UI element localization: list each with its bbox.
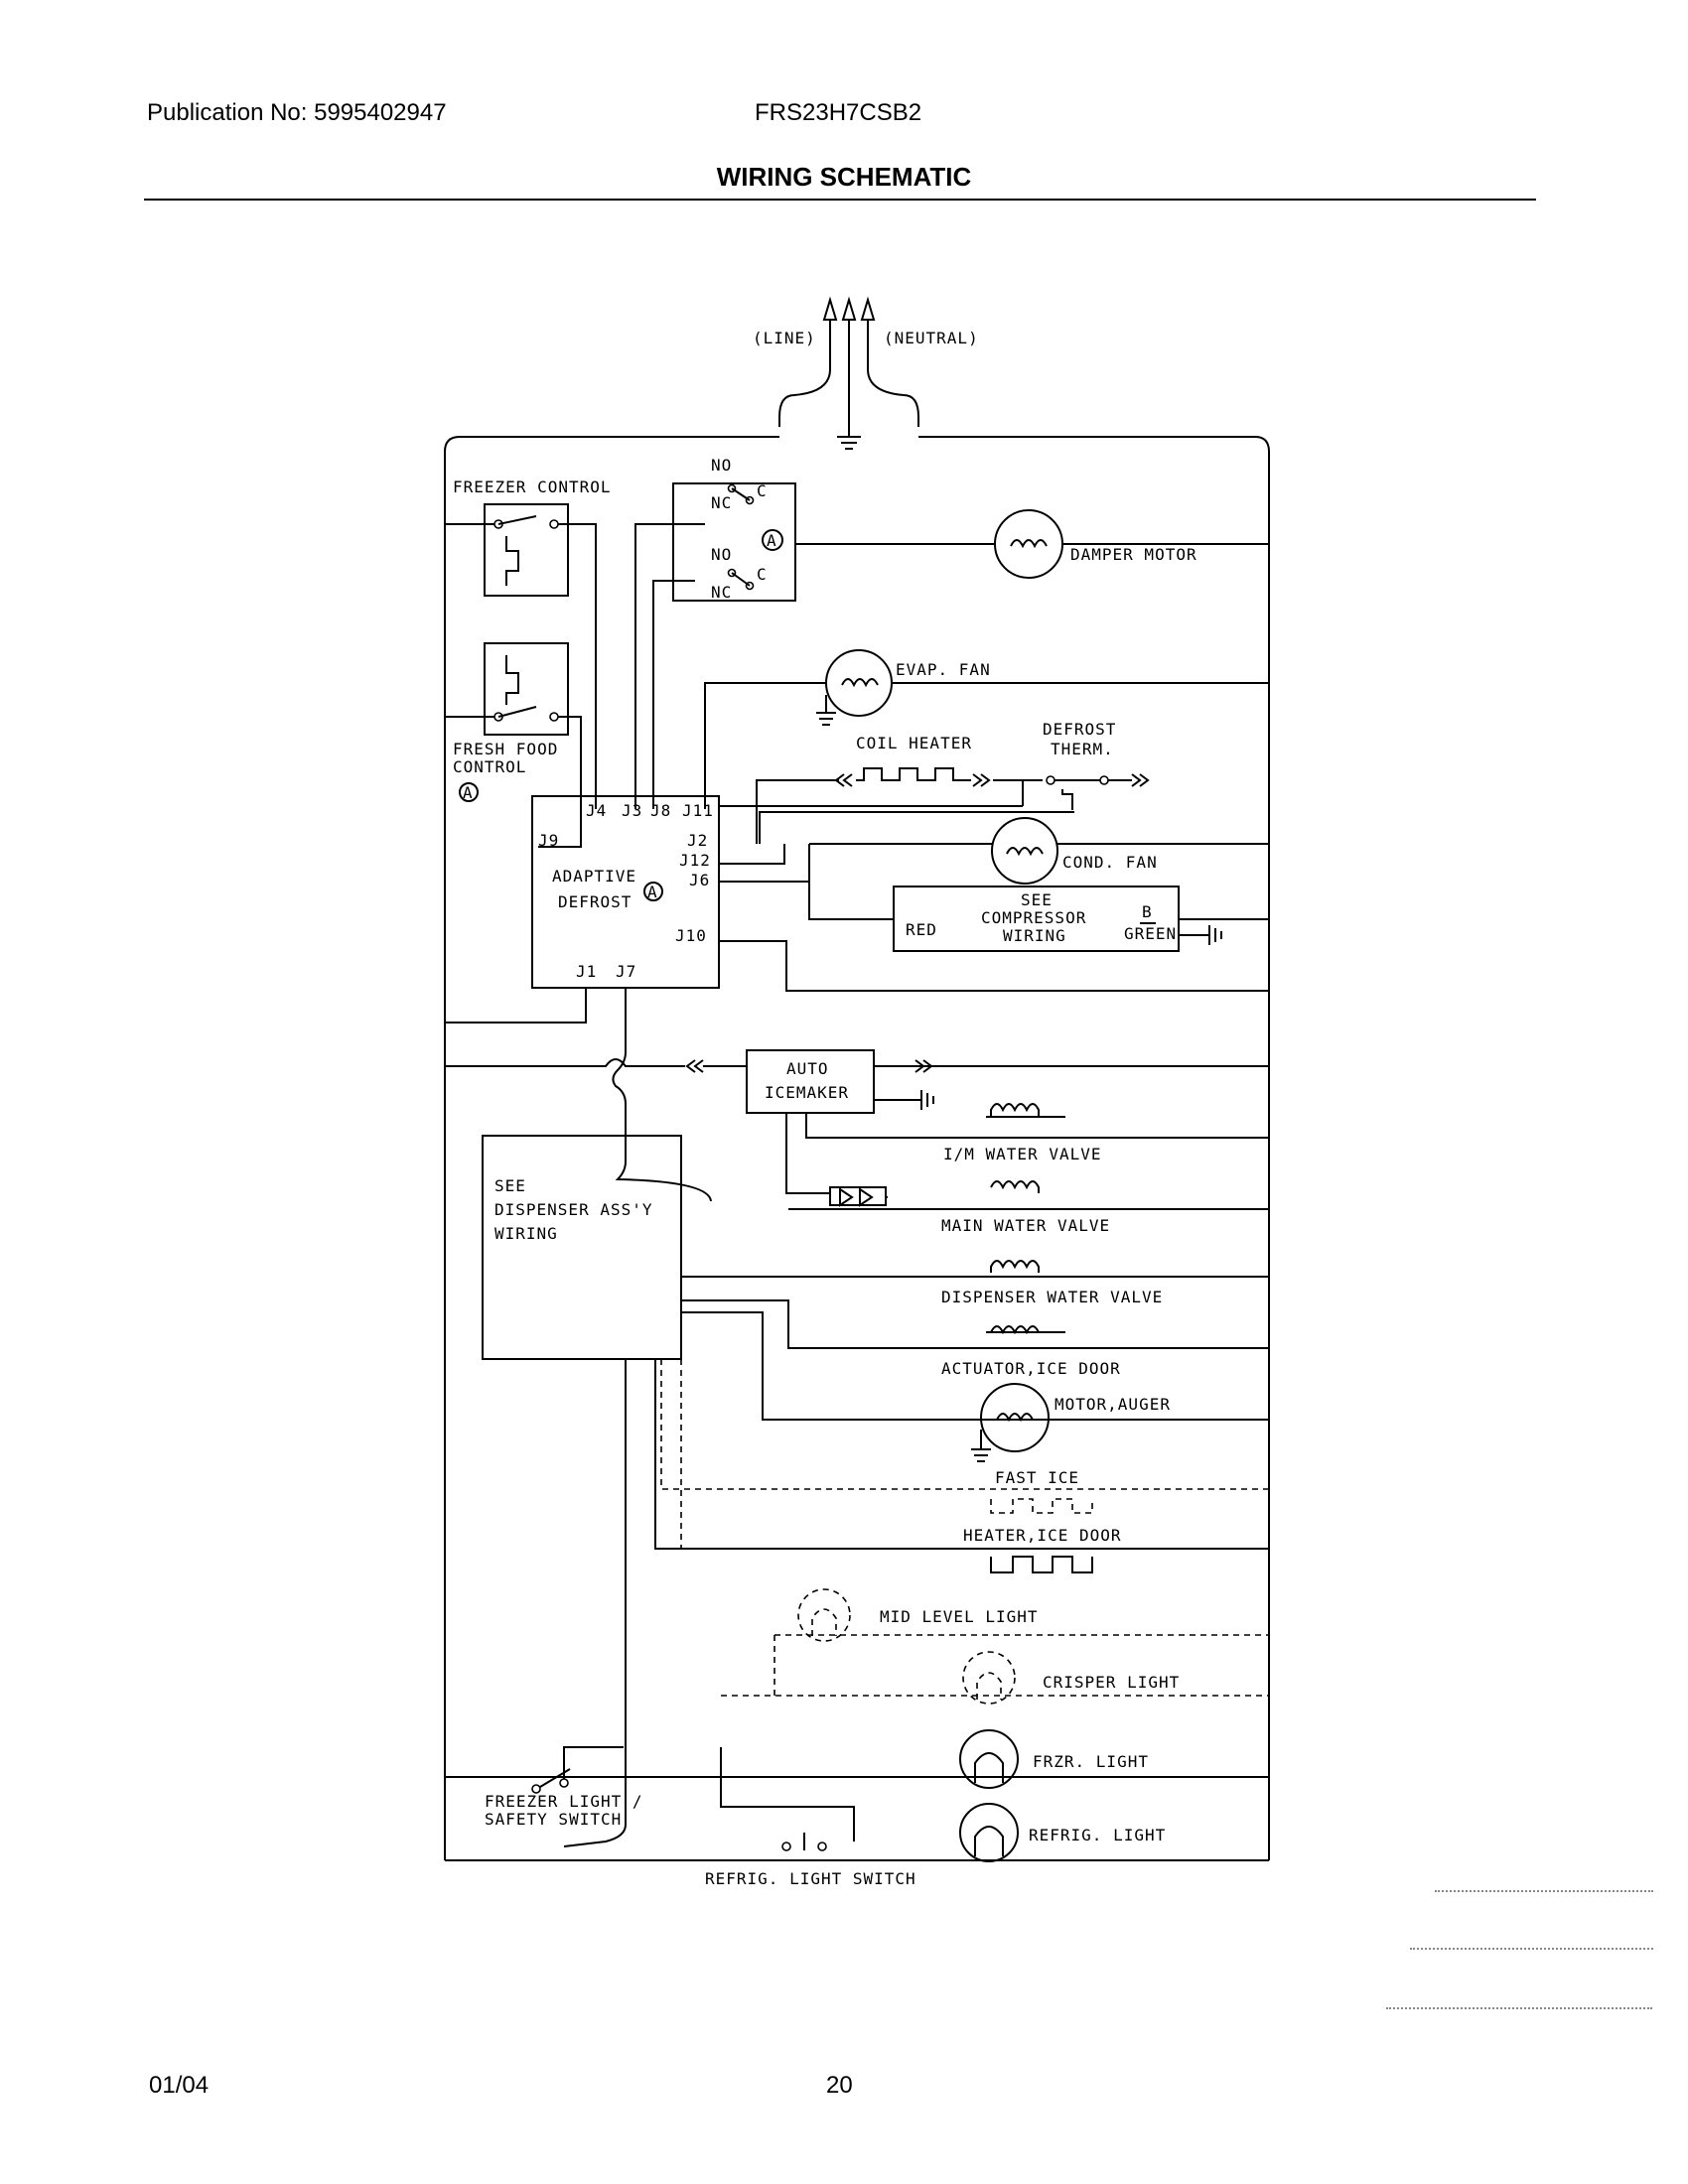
coil-heater: COIL HEATER DEFROST THERM.: [720, 720, 1150, 844]
water-valves: I/M WATER VALVE MAIN WATER VALVE DISPENS…: [788, 1103, 1269, 1378]
defrost-therm-label-2: THERM.: [1051, 740, 1114, 758]
j7-label: J7: [616, 962, 636, 981]
marker-a-board: A: [647, 883, 658, 901]
compressor-label-1: SEE: [1021, 890, 1053, 909]
compressor-box: SEE COMPRESSOR WIRING RED B GREEN: [893, 886, 1269, 952]
relay-no-2: NO: [711, 545, 732, 564]
freezer-light-switch-label-2: SAFETY SWITCH: [485, 1810, 622, 1829]
freezer-light-switch-label-1: FREEZER LIGHT /: [485, 1792, 643, 1811]
heaters: FAST ICE HEATER,ICE DOOR: [963, 1468, 1122, 1573]
dotted-rule-3: [1386, 2007, 1652, 2009]
cond-fan-label: COND. FAN: [1062, 853, 1158, 872]
defrost-therm-label-1: DEFROST: [1043, 720, 1116, 739]
j10-label: J10: [675, 926, 707, 945]
dispenser-label-3: WIRING: [494, 1224, 558, 1243]
j6-label: J6: [689, 871, 710, 889]
neutral-label: (NEUTRAL): [884, 329, 979, 347]
j1-label: J1: [576, 962, 597, 981]
icemaker-label-1: AUTO: [786, 1059, 829, 1078]
damper-motor-label: DAMPER MOTOR: [1070, 545, 1197, 564]
title-rule: [144, 199, 1536, 201]
compressor-label-2: COMPRESSOR: [981, 908, 1086, 927]
green-label: GREEN: [1124, 924, 1177, 943]
page-title: WIRING SCHEMATIC: [716, 162, 972, 192]
j9-label: J9: [538, 831, 559, 850]
bus-rails: [444, 436, 1270, 1861]
marker-a-relay: A: [767, 531, 777, 550]
damper-relay: NO NC C NO NC C A DAMPER MOTOR: [634, 456, 1269, 809]
dispenser-label-2: DISPENSER ASS'Y: [494, 1200, 653, 1219]
freezer-control: FREEZER CONTROL: [445, 478, 612, 809]
motor-auger: MOTOR,AUGER: [971, 1383, 1171, 1462]
adaptive-label-1: ADAPTIVE: [552, 867, 636, 886]
heater-ice-door-label: HEATER,ICE DOOR: [963, 1526, 1122, 1545]
j4-label: J4: [586, 801, 607, 820]
compressor-label-3: WIRING: [1003, 926, 1066, 945]
line-label: (LINE): [753, 329, 816, 347]
dotted-rule-2: [1410, 1948, 1653, 1950]
lights: MID LEVEL LIGHT CRISPER LIGHT FRZR. LIGH…: [445, 1588, 1269, 1862]
j11-label: J11: [682, 801, 714, 820]
icemaker-label-2: ICEMAKER: [765, 1083, 849, 1102]
page-number: 20: [826, 2072, 853, 2099]
relay-c-1: C: [757, 481, 768, 500]
switches: FREEZER LIGHT / SAFETY SWITCH REFRIG. LI…: [485, 1746, 916, 1888]
j12-label: J12: [679, 851, 711, 870]
main-water-valve-label: MAIN WATER VALVE: [941, 1216, 1110, 1235]
relay-no-1: NO: [711, 456, 732, 475]
coil-heater-label: COIL HEATER: [856, 734, 972, 752]
fresh-food-control: FRESH FOOD CONTROL A: [445, 642, 582, 848]
marker-a-fresh: A: [463, 783, 474, 802]
refrig-light-label: REFRIG. LIGHT: [1029, 1826, 1166, 1844]
evap-fan-label: EVAP. FAN: [896, 660, 991, 679]
power-feed: (LINE) (NEUTRAL): [753, 296, 979, 450]
actuator-ice-door-label: ACTUATOR,ICE DOOR: [941, 1359, 1121, 1378]
relay-nc-1: NC: [711, 493, 732, 512]
j3-label: J3: [622, 801, 642, 820]
crisper-light-label: CRISPER LIGHT: [1043, 1673, 1180, 1692]
relay-nc-2: NC: [711, 583, 732, 602]
footer-date: 01/04: [149, 2072, 210, 2099]
model-number: FRS23H7CSB2: [755, 99, 922, 126]
im-water-valve-label: I/M WATER VALVE: [943, 1145, 1102, 1163]
j8-label: J8: [650, 801, 671, 820]
auto-icemaker: AUTO ICEMAKER: [445, 1049, 1269, 1194]
fresh-food-label-2: CONTROL: [453, 757, 526, 776]
refrig-light-switch-label: REFRIG. LIGHT SWITCH: [705, 1869, 916, 1888]
adaptive-defrost-board: J4 J3 J8 J11 J9 J2 J12 J6 ADAPTIVE A DEF…: [445, 795, 1269, 1202]
dispenser-water-valve-label: DISPENSER WATER VALVE: [941, 1288, 1163, 1306]
adaptive-label-2: DEFROST: [558, 892, 632, 911]
evap-fan: EVAP. FAN: [704, 649, 1269, 809]
frzr-light-label: FRZR. LIGHT: [1033, 1752, 1149, 1771]
fast-ice-label: FAST ICE: [995, 1468, 1079, 1487]
dispenser-box: SEE DISPENSER ASS'Y WIRING: [482, 1135, 1269, 1847]
j2-label: J2: [687, 831, 708, 850]
motor-auger-label: MOTOR,AUGER: [1055, 1395, 1171, 1414]
dotted-rule-1: [1435, 1890, 1653, 1892]
mid-level-light-label: MID LEVEL LIGHT: [880, 1607, 1039, 1626]
b-label: B: [1142, 902, 1153, 921]
cond-fan: COND. FAN: [808, 817, 1269, 920]
dispenser-label-1: SEE: [494, 1176, 526, 1195]
relay-c-2: C: [757, 565, 768, 584]
publication-number: Publication No: 5995402947: [147, 99, 447, 126]
freezer-control-label: FREEZER CONTROL: [453, 478, 612, 496]
red-label: RED: [906, 920, 937, 939]
fresh-food-label-1: FRESH FOOD: [453, 740, 558, 758]
